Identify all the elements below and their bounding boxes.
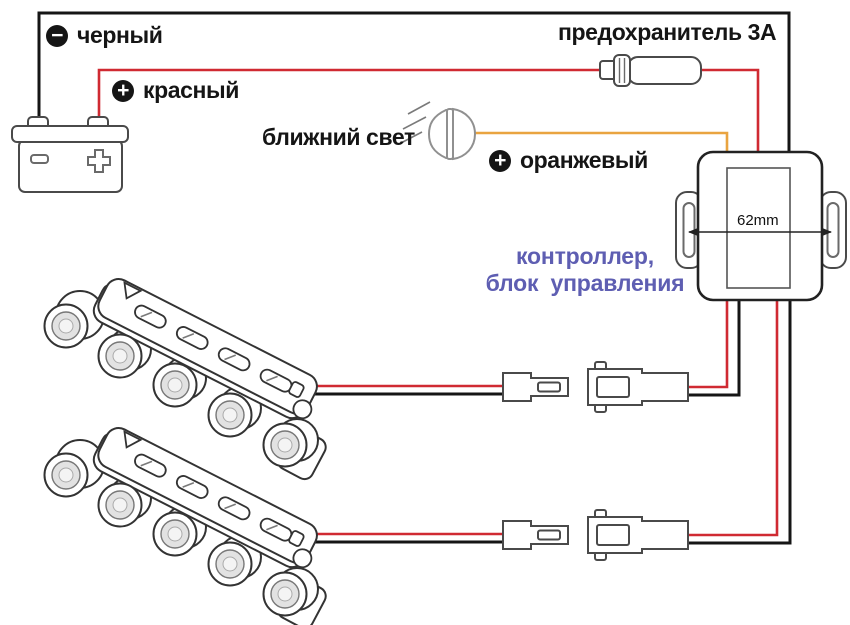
controller-label-line1: контроллер,	[516, 243, 654, 269]
light-ray-icon	[402, 116, 427, 130]
controller-out1-black	[688, 300, 741, 397]
low-beam-label: ближний свет	[262, 124, 415, 150]
controller-label: контроллер, блок управления	[460, 243, 710, 297]
minus-icon: −	[46, 24, 68, 47]
dimension-arrow-right	[821, 227, 832, 237]
red-wire-label-row: + красный	[112, 79, 239, 102]
fuse-collar	[613, 54, 631, 87]
low-beam-bulb	[398, 101, 477, 161]
dimension-label: 62mm	[734, 212, 782, 230]
wires	[37, 11, 792, 545]
battery-plus-mark	[87, 149, 111, 173]
controller-out2-black	[688, 300, 792, 545]
battery-minus-mark	[30, 154, 49, 164]
light-ray-icon	[398, 131, 423, 145]
low-beam-label-row: ближний свет	[262, 126, 415, 149]
fuse	[599, 54, 702, 87]
bulb-lens	[427, 109, 448, 159]
bulb-dome	[452, 107, 477, 161]
connector-pair-top	[502, 361, 689, 413]
orange-wire	[474, 131, 729, 152]
connector-pair-bottom	[502, 509, 689, 561]
red-wire-main	[97, 68, 760, 152]
controller-ear-slot-right	[826, 202, 840, 258]
plus-icon: +	[489, 149, 511, 172]
controller-out2-red	[688, 300, 779, 537]
controller-label-line2: блок управления	[485, 270, 685, 296]
black-wire-main	[37, 11, 791, 152]
fuse-body	[627, 56, 702, 85]
plus-icon: +	[112, 79, 134, 102]
black-wire-label: черный	[77, 22, 163, 48]
battery-cap	[11, 125, 129, 143]
controller-out1-red	[688, 300, 729, 389]
red-wire-label: красный	[143, 77, 240, 103]
fuse-label-row: предохранитель 3А	[558, 19, 777, 45]
orange-wire-label-row: + оранжевый	[489, 149, 648, 172]
battery	[11, 116, 129, 193]
black-wire-label-row: − черный	[46, 22, 163, 48]
light-ray-icon	[407, 101, 431, 115]
orange-wire-label: оранжевый	[520, 147, 648, 173]
dimension-arrow-left	[688, 227, 699, 237]
fuse-label: предохранитель 3А	[558, 19, 777, 45]
